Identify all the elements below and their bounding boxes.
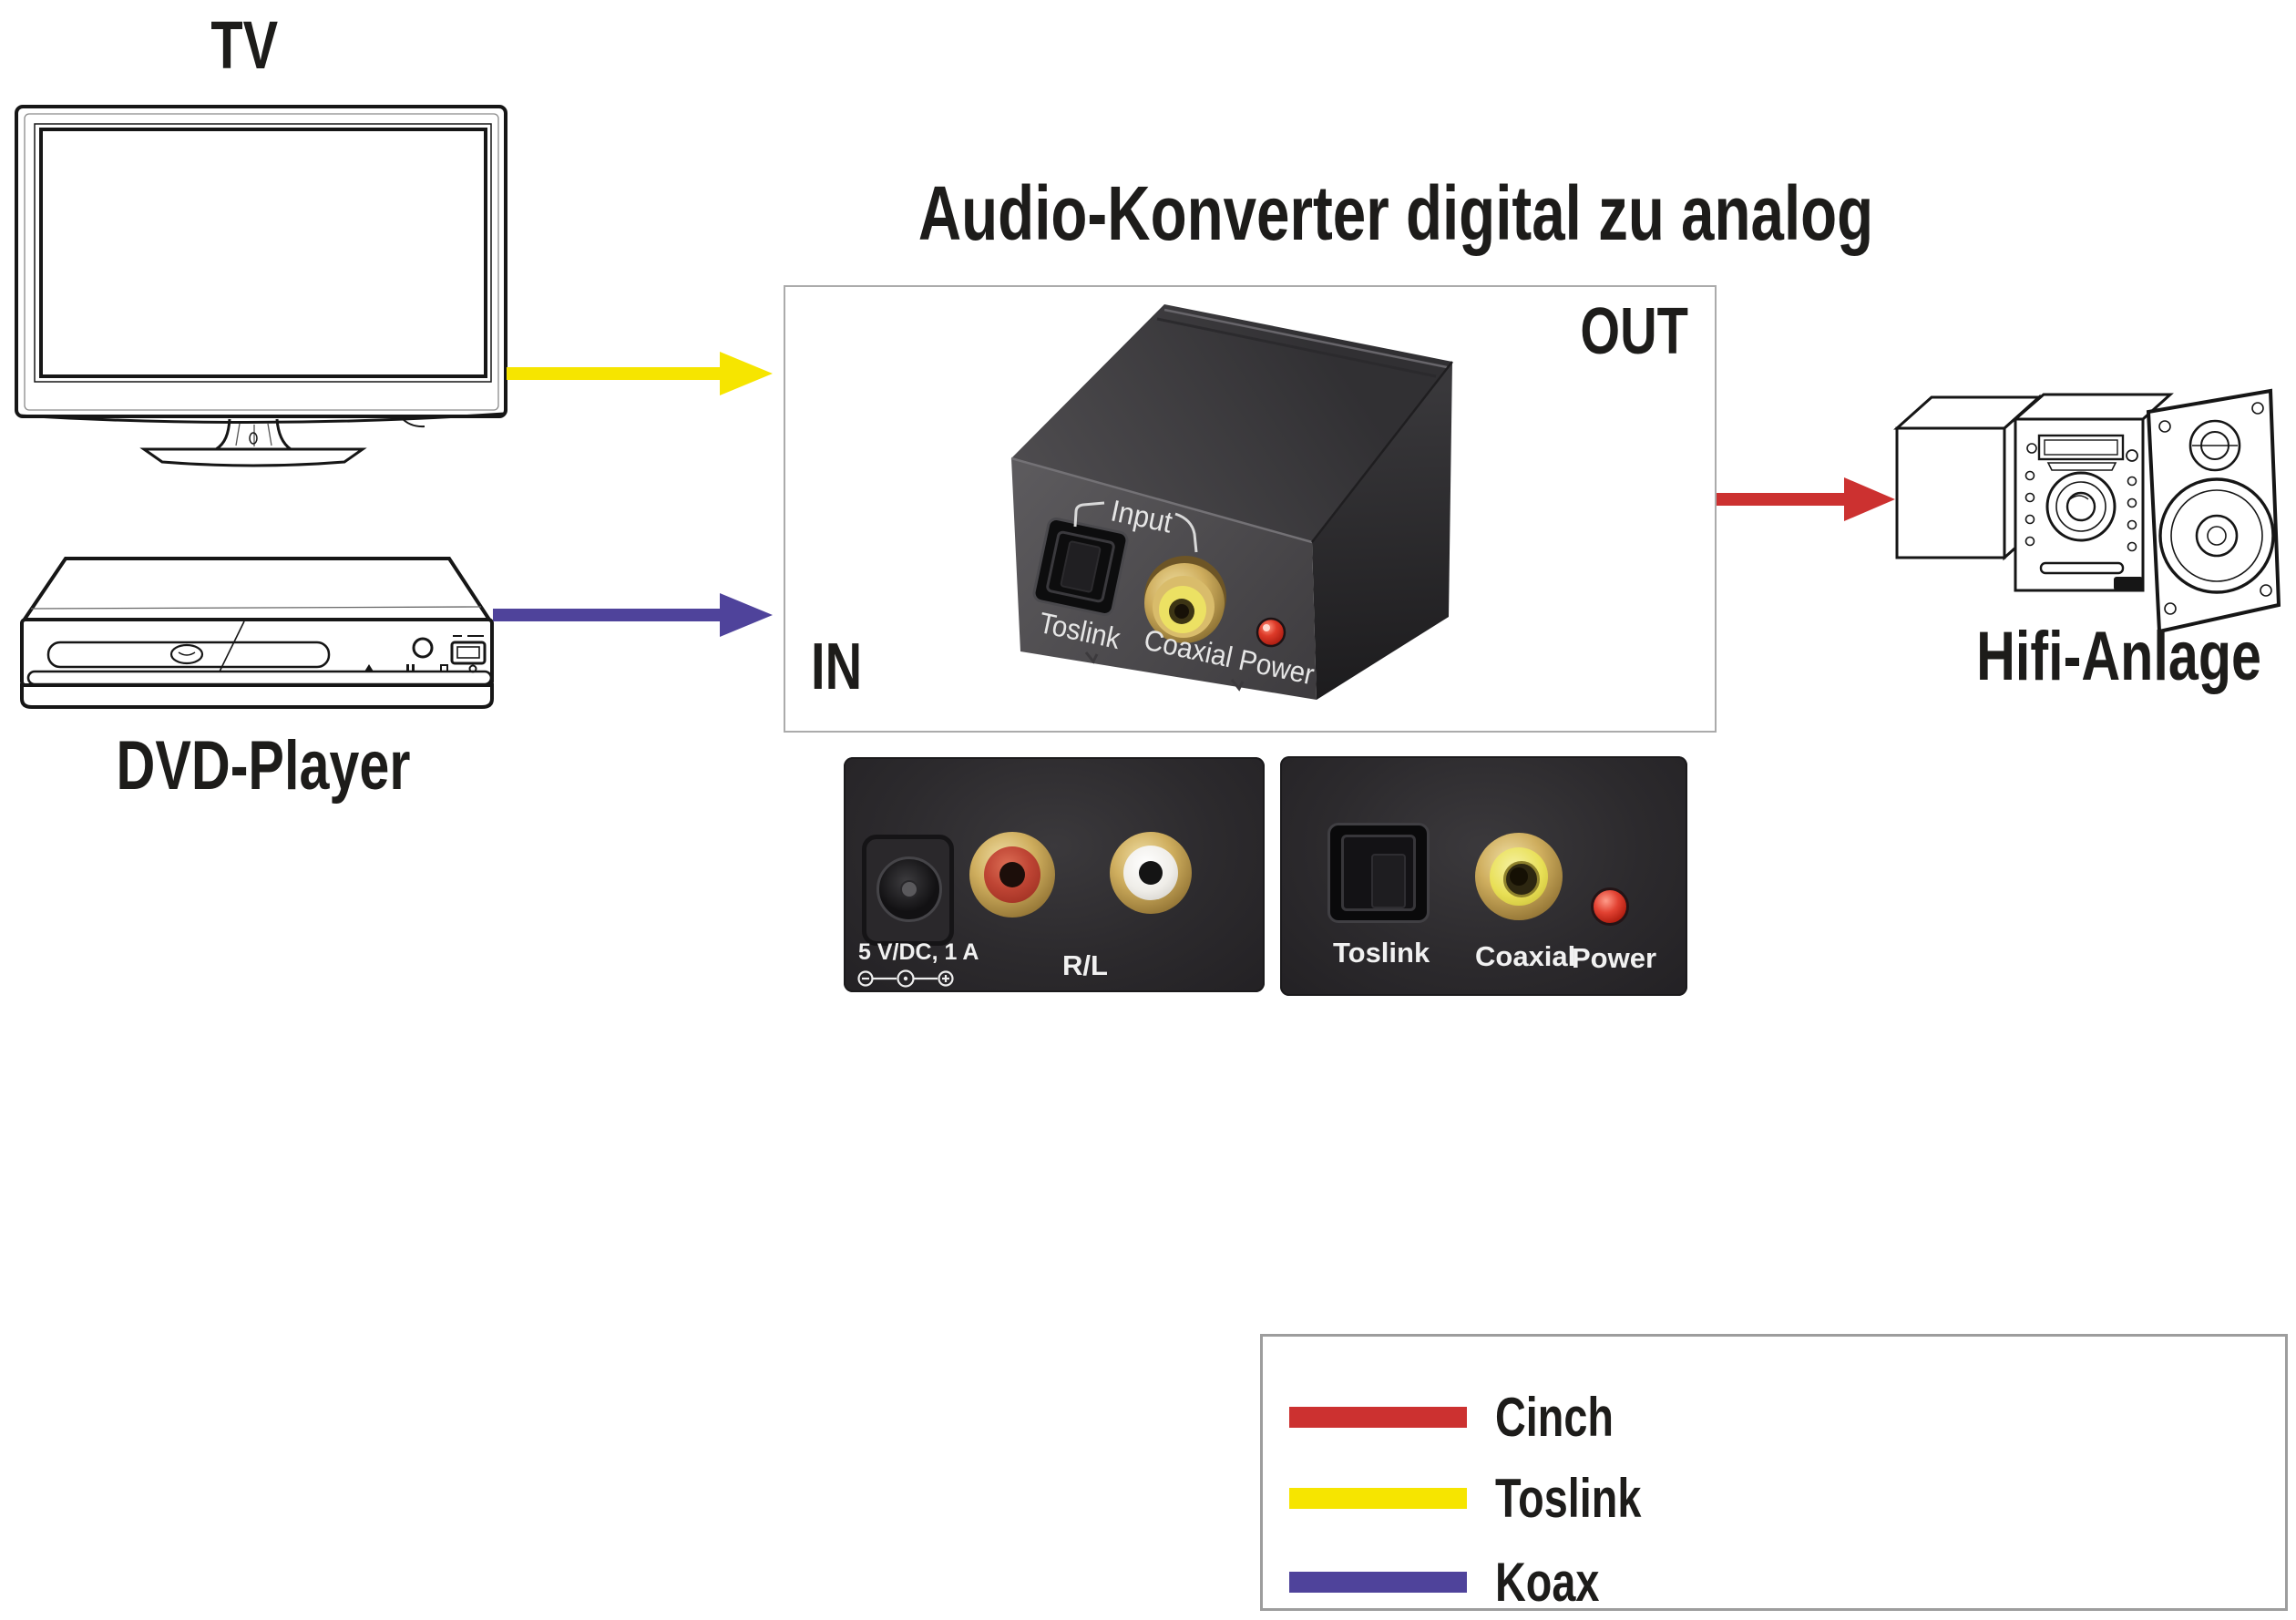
dc-jack-pin (900, 880, 918, 898)
legend-swatch-cinch (1289, 1407, 1467, 1428)
converter-front-panel-photo: Toslink Coaxial Power (1280, 756, 1687, 996)
hifi-illustration (1893, 388, 2281, 634)
legend-label-koax: Koax (1495, 1552, 1600, 1613)
arrow-cinch-converter-to-hifi (1716, 477, 1895, 521)
tv-label: TV (210, 7, 278, 83)
dc-jack-barrel (876, 856, 942, 922)
toslink-port-slit (1371, 854, 1406, 908)
page-title: Audio-Konverter digital zu analog (784, 169, 1873, 257)
toslink-port-inner (1341, 835, 1416, 911)
toslink-port (1327, 823, 1430, 923)
tv-illustration (15, 105, 507, 467)
panel-toslink-label: Toslink (1333, 937, 1430, 969)
rl-channels-label: R/L (1062, 949, 1108, 981)
dvd-player-label: DVD-Player (116, 727, 411, 805)
power-spec-label: 5 V/DC, 1 A (858, 939, 979, 965)
rca-jack-yellow-pin-hole (1510, 867, 1528, 886)
legend-swatch-koax (1289, 1572, 1467, 1593)
power-led (1591, 887, 1629, 926)
legend-swatch-toslink (1289, 1488, 1467, 1509)
arrow-toslink-tv-to-converter (507, 352, 773, 395)
dvd-player-illustration (20, 557, 494, 709)
panel-power-label: Power (1572, 942, 1657, 974)
converter-device-photo (1010, 304, 1453, 700)
legend-label-toslink: Toslink (1495, 1468, 1642, 1529)
converter-rear-panel-photo: 5 V/DC, 1 A R/L (844, 757, 1265, 992)
legend-label-cinch: Cinch (1495, 1387, 1614, 1448)
legend-box: Cinch Toslink Koax (1260, 1334, 2288, 1613)
out-label: OUT (1580, 295, 1688, 368)
arrow-koax-dvd-to-converter (493, 593, 773, 637)
in-label: IN (811, 631, 863, 703)
hifi-anlage-label: Hifi-Anlage (1976, 618, 2262, 695)
rca-jack-red-hole (999, 862, 1025, 887)
panel-coaxial-label: Coaxial (1475, 940, 1576, 972)
polarity-symbol-icon (857, 969, 954, 988)
rca-jack-white-hole (1139, 861, 1163, 885)
converter-section-frame (784, 285, 1717, 733)
dc-power-jack (862, 835, 954, 946)
page-title-text: Audio-Konverter digital zu analog (917, 170, 1874, 256)
